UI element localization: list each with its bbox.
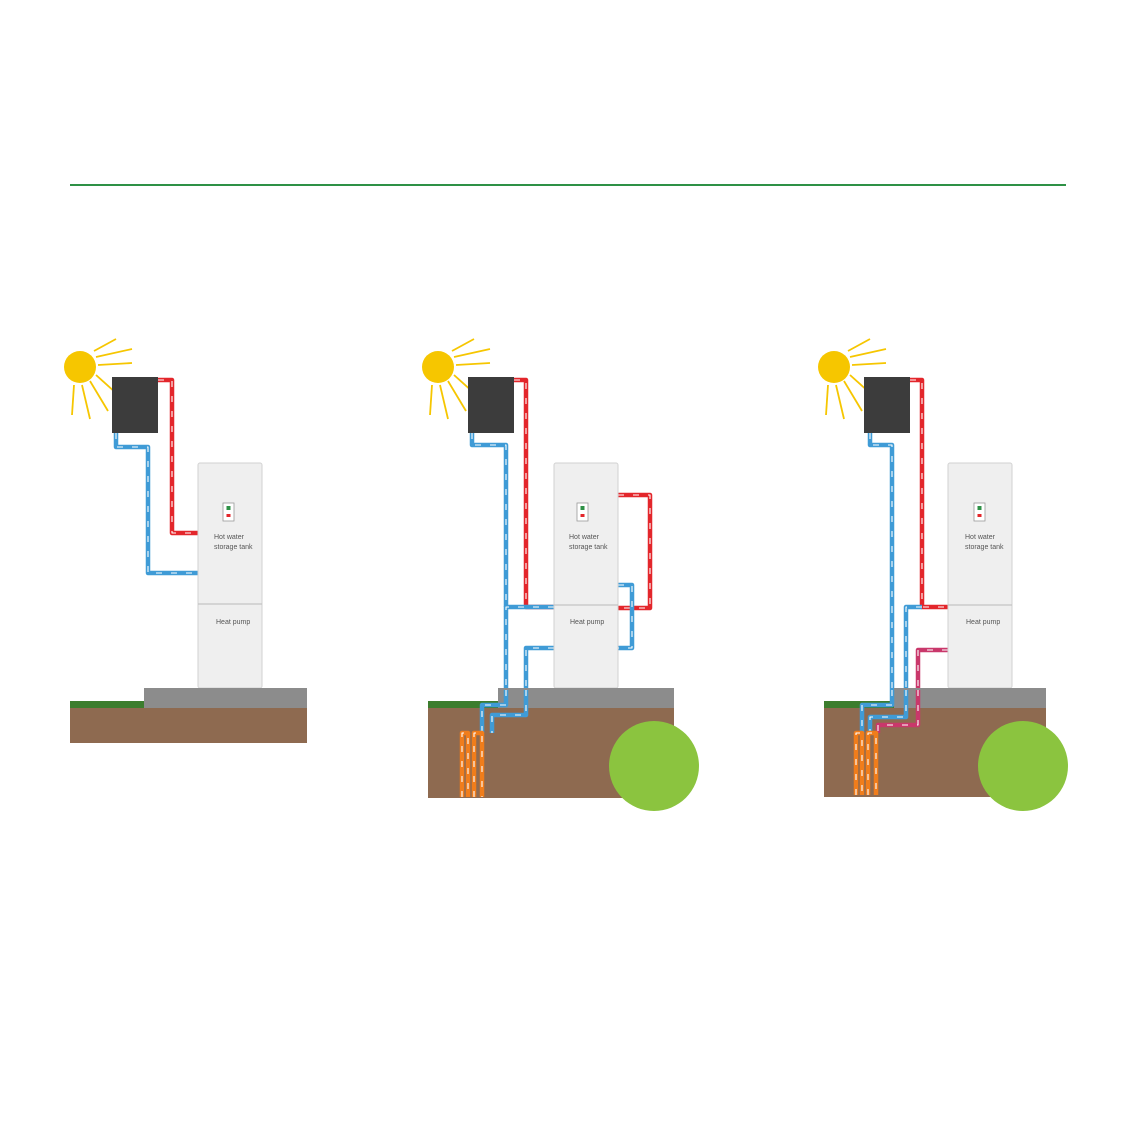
tank-label-line1: Hot water [214, 534, 245, 541]
tank-label-line1: Hot water [569, 534, 600, 541]
badge-circle [978, 721, 1068, 811]
tank-indicator-icon [576, 502, 589, 522]
foundation-slab [144, 688, 307, 708]
grass [428, 701, 498, 708]
grass [824, 701, 894, 708]
solar-collector [864, 377, 910, 433]
hot-water-tank-unit [947, 462, 1013, 689]
grass [70, 701, 144, 708]
solar-hot-pipe [910, 377, 948, 610]
hot-water-tank-unit [553, 462, 619, 689]
tank-label-line2: storage tank [965, 544, 1004, 551]
pump-label: Heat pump [966, 619, 1000, 626]
foundation-slab [894, 688, 1046, 708]
panel-hybrid-system: Hot water storage tank Heat pump [818, 338, 1082, 815]
sun-icon [422, 338, 491, 420]
tank-label-line1: Hot water [965, 534, 996, 541]
solar-collector [468, 377, 514, 433]
soil [70, 708, 307, 743]
foundation-slab [498, 688, 674, 708]
hot-water-tank-unit [197, 462, 263, 689]
tank-label-line2: storage tank [569, 544, 608, 551]
ground-feed-pipe [503, 604, 554, 690]
sun-icon [818, 338, 887, 420]
ground-collector-link [479, 690, 529, 733]
badge-circle [609, 721, 699, 811]
section-divider [70, 184, 1066, 186]
pump-label: Heat pump [570, 619, 604, 626]
solar-collector [112, 377, 158, 433]
panel-solar-system: Hot water storage tank Heat pump [64, 338, 313, 745]
tank-label-line2: storage tank [214, 544, 253, 551]
tank-indicator-icon [222, 502, 235, 522]
pump-label: Heat pump [216, 619, 250, 626]
pump-warm-pipe [915, 647, 948, 690]
solar-cold-pipe [113, 433, 198, 576]
tank-indicator-icon [973, 502, 986, 522]
panel-ground-source-system: Hot water storage tank Heat pump [422, 338, 706, 815]
solar-cold-pipe [469, 433, 509, 607]
solar-cold-pipe [867, 433, 895, 607]
pump-return-pipe [618, 582, 635, 651]
solar-hot-pipe [158, 377, 198, 536]
solar-hot-pipe [514, 377, 554, 610]
